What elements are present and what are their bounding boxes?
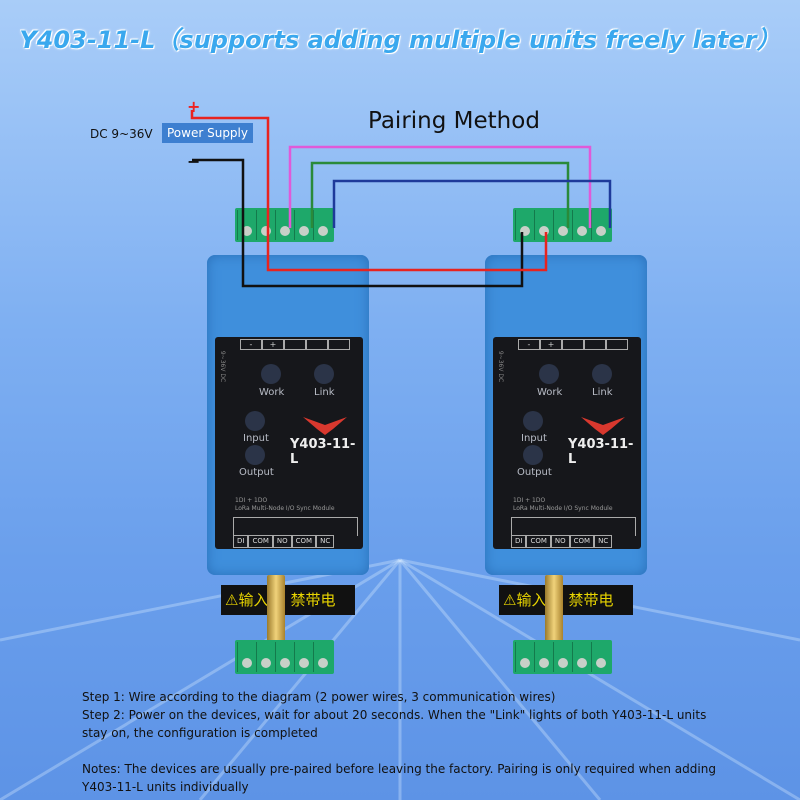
brand-logo-icon — [303, 417, 347, 435]
terminal-label — [328, 339, 350, 350]
terminal-label — [606, 339, 628, 350]
wire-comm-1 — [288, 145, 592, 228]
voltage-label: DC 9~36V — [90, 127, 153, 141]
work-label: Work — [537, 387, 563, 398]
terminal-label: COM — [291, 535, 317, 548]
wire-power-positive — [190, 110, 548, 272]
terminal-block-top-right — [513, 208, 612, 242]
work-led — [539, 364, 559, 384]
input-led — [245, 411, 265, 431]
output-led — [523, 445, 543, 465]
output-led — [245, 445, 265, 465]
terminal-label: + — [262, 339, 284, 350]
link-label: Link — [314, 387, 335, 398]
terminal-label: COM — [526, 535, 551, 548]
link-led — [592, 364, 612, 384]
terminal-label: DI — [233, 535, 249, 548]
instructions: Step 1: Wire according to the diagram (2… — [82, 688, 732, 796]
terminal-label: NO — [272, 535, 292, 548]
terminal-label — [284, 339, 306, 350]
work-led — [261, 364, 281, 384]
relay-diagram — [233, 517, 358, 536]
bottom-terminal-labels: DI COM NO COM NC — [233, 535, 335, 548]
warning-text: ⚠输入 — [503, 591, 547, 609]
io-spec: 1DI + 1DO — [235, 497, 268, 504]
notes: Notes: The devices are usually pre-paire… — [82, 762, 716, 794]
link-label: Link — [592, 387, 613, 398]
model-name: Y403-11-L — [568, 437, 634, 467]
output-label: Output — [517, 467, 552, 478]
link-led — [314, 364, 334, 384]
step-2: Step 2: Power on the devices, wait for a… — [82, 708, 707, 740]
brand-logo-icon — [581, 417, 625, 435]
terminal-block-bottom-left — [235, 640, 334, 674]
terminal-block-top-left — [235, 208, 334, 242]
terminal-label: - — [518, 339, 540, 350]
device-left: - + 9~36V DC Work Link Input Output Y403… — [207, 255, 369, 643]
bottom-terminal-labels: DI COM NO COM NC — [511, 535, 613, 548]
device-front-panel: - + 9~36V DC Work Link Input Output Y403… — [493, 337, 641, 549]
terminal-label: DI — [511, 535, 527, 548]
model-name: Y403-11-L — [290, 437, 356, 467]
warning-label: ⚠输入 禁带电 — [499, 585, 633, 615]
warning-text: 禁带电 — [568, 591, 614, 609]
diagram-heading: Pairing Method — [368, 108, 540, 134]
power-supply-label: Power Supply — [162, 123, 253, 143]
antenna-connector — [545, 575, 563, 643]
output-label: Output — [239, 467, 274, 478]
relay-diagram — [511, 517, 636, 536]
wire-comm-2 — [310, 161, 570, 228]
terminal-label — [306, 339, 328, 350]
device-right: - + 9~36V DC Work Link Input Output Y403… — [485, 255, 647, 643]
terminal-label — [584, 339, 606, 350]
terminal-label: COM — [569, 535, 595, 548]
input-label: Input — [243, 433, 269, 444]
terminal-label: + — [540, 339, 562, 350]
module-description: LoRa Multi-Node I/O Sync Module — [235, 505, 335, 512]
terminal-label: COM — [248, 535, 273, 548]
warning-text: 禁带电 — [290, 591, 336, 609]
input-led — [523, 411, 543, 431]
terminal-label: NC — [316, 535, 335, 548]
input-label: Input — [521, 433, 547, 444]
negative-terminal-label: − — [187, 152, 201, 171]
warning-text: ⚠输入 — [225, 591, 269, 609]
terminal-label — [562, 339, 584, 350]
io-spec: 1DI + 1DO — [513, 497, 546, 504]
wire-comm-3 — [332, 179, 612, 228]
positive-terminal-label: + — [187, 97, 201, 116]
terminal-block-bottom-right — [513, 640, 612, 674]
step-1: Step 1: Wire according to the diagram (2… — [82, 690, 556, 704]
terminal-label: - — [240, 339, 262, 350]
top-terminal-labels: - + — [240, 339, 350, 350]
page-title: Y403-11-L（supports adding multiple units… — [19, 26, 781, 54]
wire-power-negative — [192, 158, 524, 288]
device-front-panel: - + 9~36V DC Work Link Input Output Y403… — [215, 337, 363, 549]
top-terminal-labels: - + — [518, 339, 628, 350]
work-label: Work — [259, 387, 285, 398]
module-description: LoRa Multi-Node I/O Sync Module — [513, 505, 613, 512]
warning-label: ⚠输入 禁带电 — [221, 585, 355, 615]
terminal-label: NC — [594, 535, 613, 548]
terminal-label: NO — [550, 535, 570, 548]
antenna-connector — [267, 575, 285, 643]
